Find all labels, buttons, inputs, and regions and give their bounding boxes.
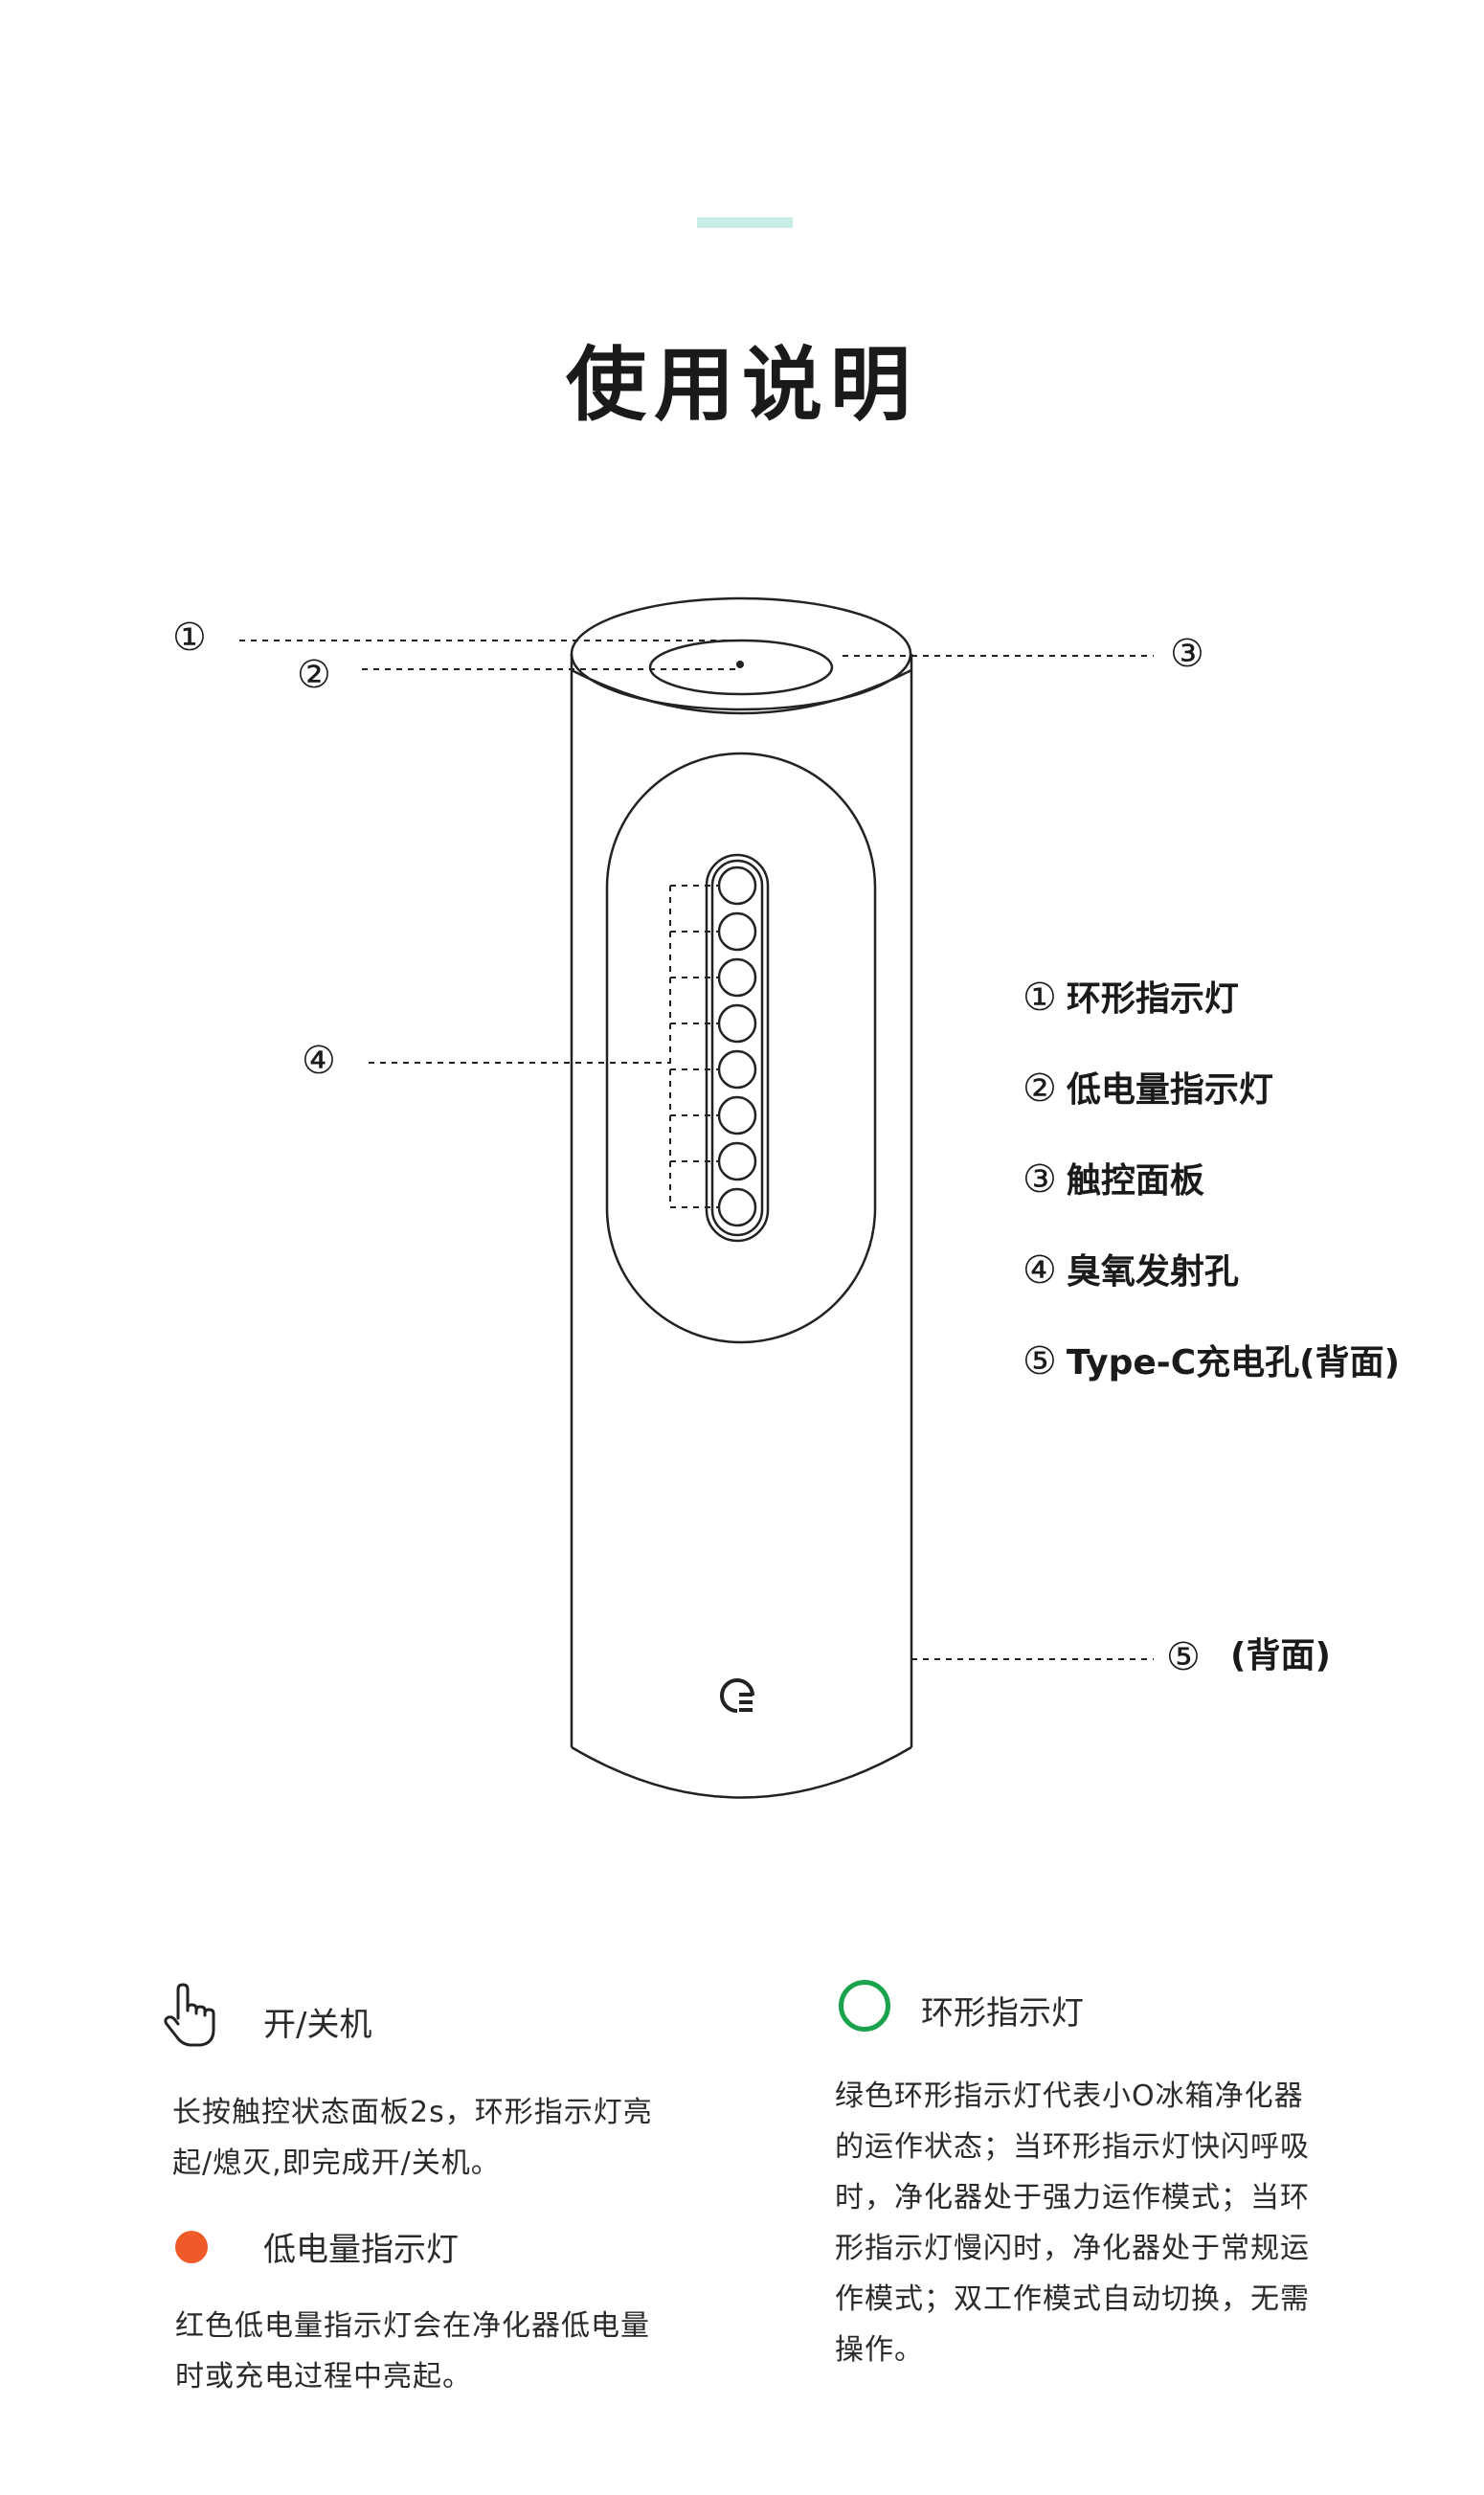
low-battery-body: 红色低电量指示灯会在净化器低电量 时或充电过程中亮起。 (175, 2301, 650, 2402)
ring-line: 形指示灯慢闪时，净化器处于常规运 (835, 2232, 1310, 2265)
legend-label: Type-C充电孔(背面) (1066, 1343, 1401, 1382)
hand-pointer-icon (164, 1983, 215, 2047)
low-battery-title: 低电量指示灯 (263, 2231, 459, 2269)
ring-body: 绿色环形指示灯代表小O冰箱净化器 的运作状态；当环形指示灯快闪呼吸 时，净化器处… (835, 2071, 1310, 2375)
power-line: 长按触控状态面板2s，环形指示灯亮 (172, 2096, 653, 2129)
ring-line: 的运作状态；当环形指示灯快闪呼吸 (835, 2130, 1310, 2164)
low-battery-line: 红色低电量指示灯会在净化器低电量 (175, 2309, 650, 2343)
green-ring-icon (839, 1980, 890, 2032)
callout-3: ③ (1170, 632, 1204, 676)
ozone-holes (717, 865, 757, 1227)
power-title: 开/关机 (263, 2006, 372, 2044)
legend-num: ② (1023, 1067, 1057, 1111)
page-title: 使用说明 (565, 338, 918, 432)
legend-num: ① (1023, 976, 1057, 1020)
power-body: 长按触控状态面板2s，环形指示灯亮 起/熄灭,即完成开/关机。 (172, 2087, 653, 2189)
ring-line: 绿色环形指示灯代表小O冰箱净化器 (835, 2079, 1304, 2113)
low-battery-line: 时或充电过程中亮起。 (175, 2360, 472, 2394)
legend-label: 低电量指示灯 (1066, 1070, 1273, 1110)
legend-num: ⑤ (1023, 1339, 1057, 1383)
ring-line: 操作。 (835, 2333, 924, 2367)
legend-label: 环形指示灯 (1066, 979, 1239, 1019)
legend-num: ③ (1023, 1158, 1057, 1202)
power-line: 起/熄灭,即完成开/关机。 (172, 2147, 501, 2180)
callout-1: ① (172, 616, 207, 660)
ring-line: 时，净化器处于强力运作模式；当环 (835, 2181, 1310, 2214)
red-dot-icon (175, 2231, 208, 2263)
ring-title: 环形指示灯 (921, 1994, 1084, 2033)
callout-5: ⑤ (1166, 1635, 1201, 1679)
ring-line: 作模式；双工作模式自动切换，无需 (835, 2282, 1310, 2316)
callout-2: ② (297, 653, 331, 697)
callout-4: ④ (302, 1039, 336, 1083)
legend-label: 触控面板 (1066, 1161, 1204, 1201)
back-tag: (背面) (1230, 1636, 1331, 1675)
legend-label: 臭氧发射孔 (1066, 1252, 1239, 1292)
accent-bar (697, 217, 793, 228)
legend-num: ④ (1023, 1248, 1057, 1292)
